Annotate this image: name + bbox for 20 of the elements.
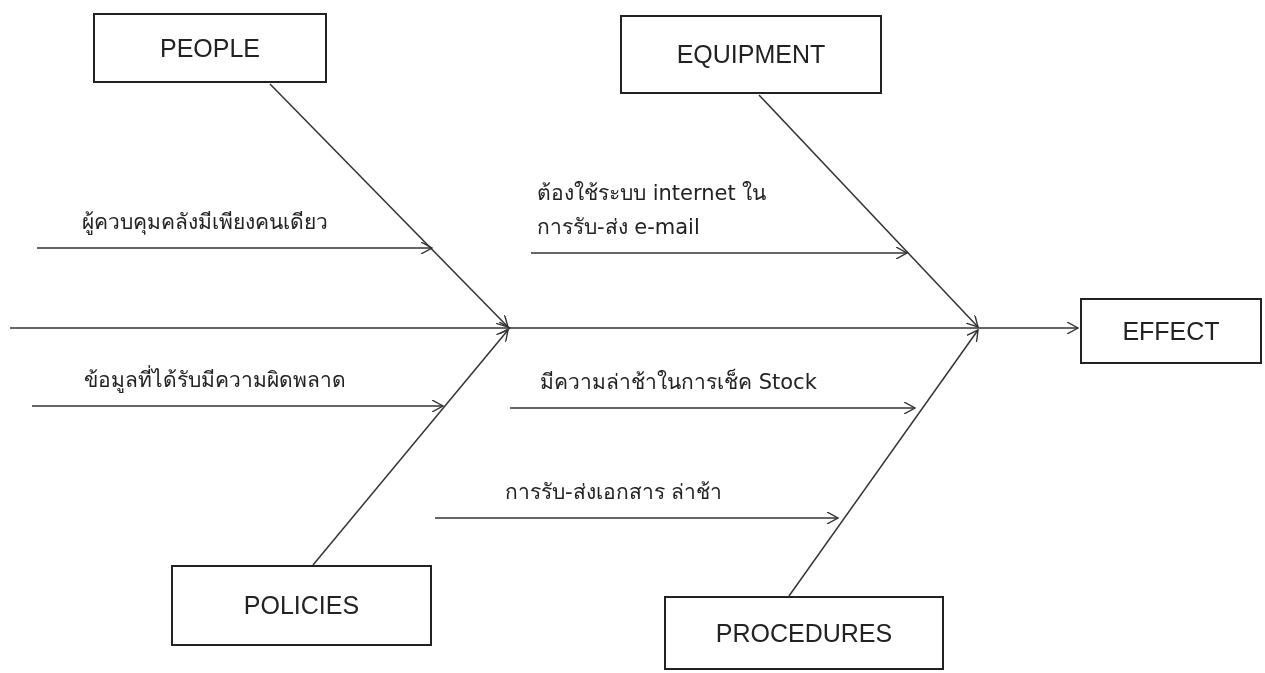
arrow (509, 401, 916, 415)
category-box: PROCEDURES (664, 596, 944, 670)
arrow (31, 399, 444, 413)
arrow (530, 246, 908, 260)
arrow (434, 511, 839, 525)
category-box: EQUIPMENT (620, 15, 882, 94)
cause-text: การรับ-ส่งเอกสาร ล่าช้า (505, 479, 723, 507)
category-box: PEOPLE (93, 13, 327, 83)
cause-text: มีความล่าช้าในการเช็ค Stock (540, 367, 817, 397)
cause-text: ผู้ควบคุมคลังมีเพียงคนเดียว (82, 209, 328, 237)
category-box: EFFECT (1080, 298, 1262, 364)
category-box: POLICIES (171, 565, 432, 646)
cause-text: ต้องใช้ระบบ internet ใน การรับ-ส่ง e-mail (537, 179, 768, 242)
arrow (9, 322, 1079, 334)
arrow (788, 329, 979, 597)
arrow (36, 241, 433, 255)
arrow (312, 329, 509, 566)
cause-text: ข้อมูลที่ได้รับมีความผิดพลาด (84, 363, 346, 398)
arrow (269, 83, 509, 328)
arrow (758, 94, 979, 328)
